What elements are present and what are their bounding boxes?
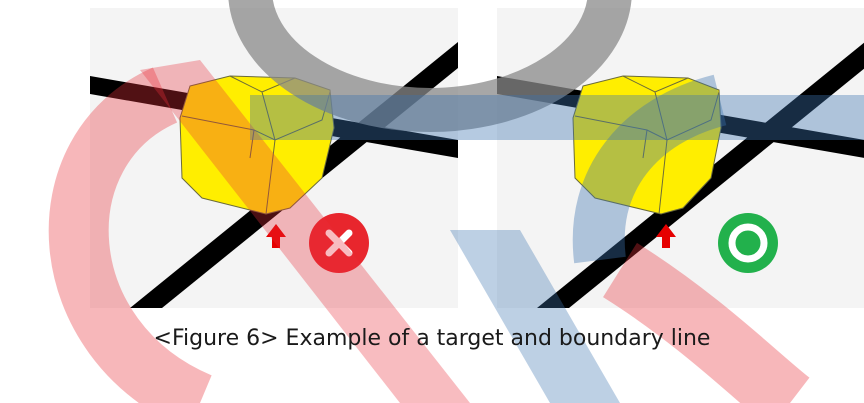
figure-caption: <Figure 6> Example of a target and bound… (153, 326, 711, 351)
panel-correct (497, 8, 864, 308)
x-mark-icon (325, 229, 353, 257)
arrow-up-icon (656, 224, 676, 248)
circle-check-icon (728, 223, 768, 263)
scene-correct (497, 42, 864, 308)
target-object (179, 75, 335, 215)
panel-incorrect (90, 8, 458, 308)
correct-badge (718, 213, 778, 273)
incorrect-badge (309, 213, 369, 273)
scene-incorrect (90, 42, 458, 308)
arrow-up-icon (266, 224, 286, 248)
